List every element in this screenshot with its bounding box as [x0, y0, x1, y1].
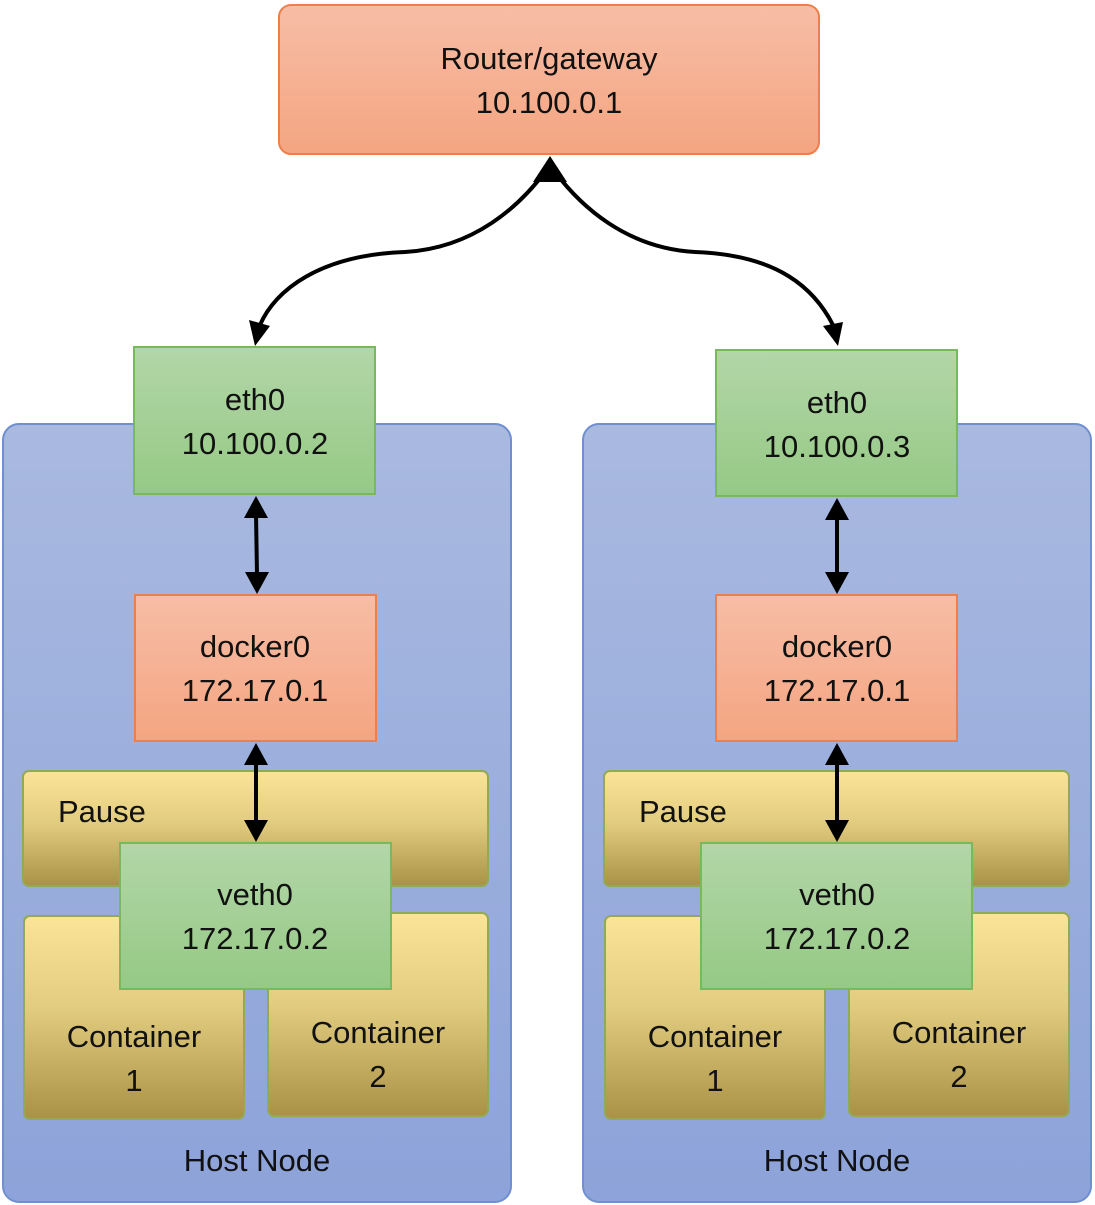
router-gateway-box: Router/gateway 10.100.0.1 — [278, 4, 820, 155]
veth0-box: veth0 172.17.0.2 — [119, 842, 392, 990]
arrow-docker0-veth0 — [244, 743, 268, 842]
arrowhead-down-icon — [823, 322, 843, 346]
router-ip: 10.100.0.1 — [476, 85, 623, 120]
docker0-ip: 172.17.0.1 — [764, 673, 911, 708]
veth0-name: veth0 — [217, 877, 293, 912]
veth0-ip: 172.17.0.2 — [182, 921, 329, 956]
host-node-2: Host Node Container 1 Container 2 Pause … — [582, 349, 1092, 1203]
docker0-ip: 172.17.0.1 — [182, 673, 329, 708]
arrow-docker0-veth0 — [825, 743, 849, 842]
container-1-box: Container 1 — [604, 915, 826, 1120]
container-2-line2: 2 — [950, 1059, 967, 1094]
eth0-ip: 10.100.0.2 — [182, 426, 329, 461]
docker0-box: docker0 172.17.0.1 — [715, 594, 958, 742]
veth0-ip: 172.17.0.2 — [764, 921, 911, 956]
container-2-line1: Container — [892, 1015, 1026, 1050]
arrow-eth0-docker0 — [825, 498, 849, 594]
pause-label: Pause — [639, 794, 727, 829]
container-1-line1: Container — [67, 1019, 201, 1054]
veth0-box: veth0 172.17.0.2 — [700, 842, 973, 990]
container-2-line2: 2 — [369, 1059, 386, 1094]
host-node-1: Host Node Container 1 Container 2 Pause … — [2, 346, 512, 1203]
host-node-2-label: Host Node — [764, 1143, 910, 1178]
link-router-host1 — [258, 170, 547, 326]
container-1-line1: Container — [648, 1019, 782, 1054]
router-links — [258, 170, 835, 326]
eth0-box: eth0 10.100.0.3 — [715, 349, 958, 497]
pause-label: Pause — [58, 794, 146, 829]
container-1-line2: 1 — [125, 1063, 142, 1098]
link-router-host2 — [553, 170, 835, 326]
arrowhead-down-icon — [249, 320, 270, 346]
container-2-line1: Container — [311, 1015, 445, 1050]
host-node-1-label: Host Node — [184, 1143, 330, 1178]
docker0-box: docker0 172.17.0.1 — [134, 594, 377, 742]
router-link-arrowheads — [249, 156, 843, 346]
router-name: Router/gateway — [440, 41, 658, 76]
eth0-box: eth0 10.100.0.2 — [133, 346, 376, 495]
container-1-line2: 1 — [706, 1063, 723, 1098]
eth0-ip: 10.100.0.3 — [764, 429, 911, 464]
docker0-name: docker0 — [200, 629, 310, 664]
arrow-eth0-docker0 — [244, 496, 269, 594]
arrowhead-up-icon — [533, 156, 567, 182]
eth0-name: eth0 — [225, 382, 285, 417]
eth0-name: eth0 — [807, 385, 867, 420]
docker0-name: docker0 — [782, 629, 892, 664]
veth0-name: veth0 — [799, 877, 875, 912]
